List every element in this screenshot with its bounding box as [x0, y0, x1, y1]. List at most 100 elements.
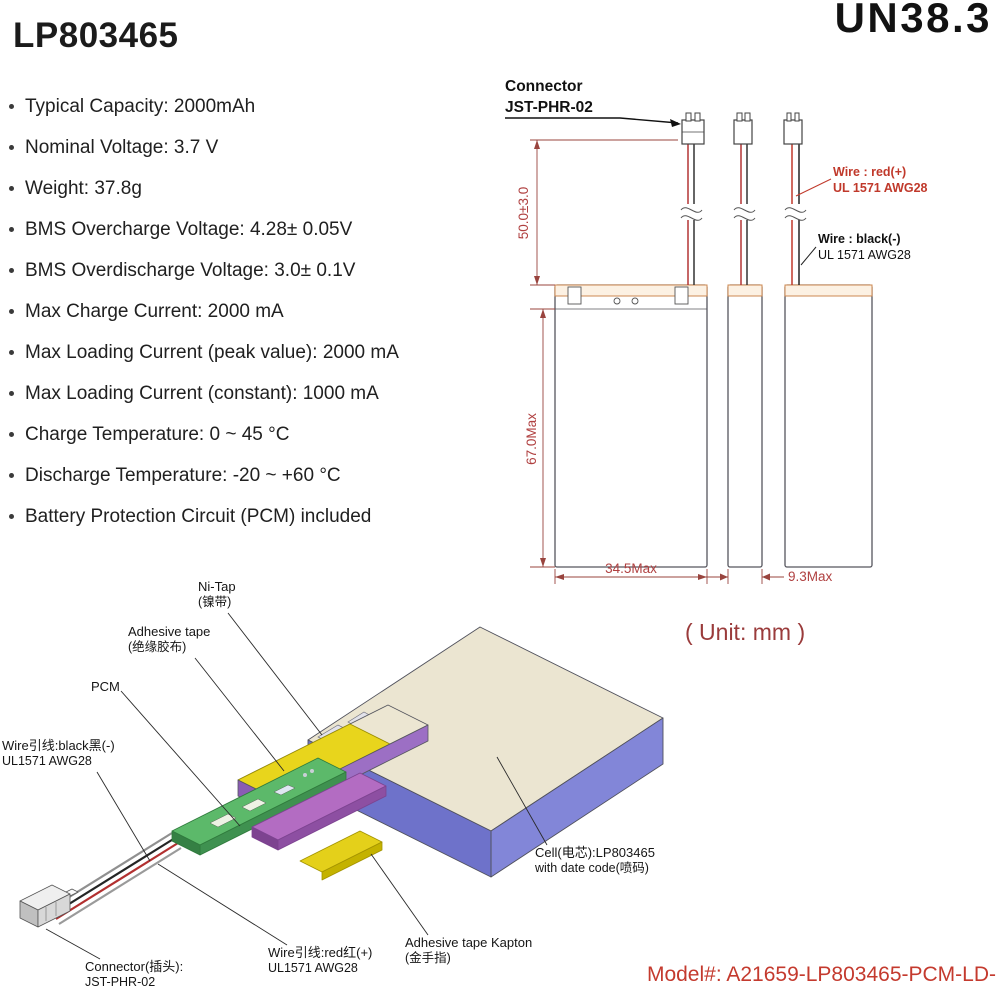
dim-wire-length: 50.0±3.0 [516, 187, 531, 239]
dimension-drawing: Connector JST-PHR-02 [505, 78, 928, 645]
spec-text: BMS Overcharge Voltage: 4.28± 0.05V [25, 218, 353, 240]
bullet-icon [9, 186, 14, 191]
spec-text: BMS Overdischarge Voltage: 3.0± 0.1V [25, 259, 356, 281]
break-symbol-icon [680, 215, 703, 221]
smd-component [273, 784, 296, 796]
label-adhesive-tape: Adhesive tape (绝缘胶布) [128, 624, 210, 656]
bullet-icon [9, 350, 14, 355]
top-tape-strip [554, 284, 708, 297]
bullet-icon [9, 391, 14, 396]
break-symbol-icon [733, 207, 756, 213]
bullet-icon [9, 268, 14, 273]
page-title: LP803465 [13, 16, 179, 55]
break-symbol-icon [784, 215, 807, 221]
unit-note: ( Unit: mm ) [685, 619, 805, 645]
label-cell: Cell(电芯):LP803465 with date code(喷码) [535, 845, 655, 877]
wires [680, 144, 703, 285]
spec-text: Typical Capacity: 2000mAh [25, 95, 256, 117]
label-wire-red: Wire引线:red红(+) UL1571 AWG28 [268, 945, 372, 977]
solder-pad [631, 297, 639, 305]
leader-lines [45, 612, 548, 960]
leader-cell [496, 756, 548, 846]
spec-list: Typical Capacity: 2000mAh Nominal Voltag… [6, 86, 399, 537]
leader-kapton [370, 853, 429, 936]
spec-text: Battery Protection Circuit (PCM) include… [25, 505, 372, 527]
label-line: Wire引线:black黑(-) [2, 738, 115, 753]
leader-pcm [120, 690, 241, 827]
bullet-icon [9, 432, 14, 437]
spec-item: Discharge Temperature: -20 ~ +60 °C [6, 455, 399, 496]
label-ni-tap: Ni-Tap (镍带) [198, 579, 236, 611]
spec-text: Charge Temperature: 0 ~ 45 °C [25, 423, 290, 445]
leader-adhesive-tape [194, 657, 285, 772]
dim-cell-thickness: 9.3Max [788, 569, 833, 584]
leader-wire-black [96, 771, 151, 862]
nickel-tab [674, 286, 689, 305]
leader-wire-red [157, 863, 288, 946]
solder-pad [613, 297, 621, 305]
solder-pad [303, 773, 307, 777]
kapton-tape [299, 830, 383, 881]
break-symbol-icon [733, 215, 756, 221]
pcm-board [171, 757, 347, 856]
break-symbol-icon [680, 207, 703, 213]
top-tape-strip [727, 284, 763, 297]
label-line: Wire引线:red红(+) [268, 945, 373, 960]
side-view [727, 112, 763, 568]
arrowhead-icon [670, 119, 681, 127]
back-view [783, 112, 873, 568]
spec-text: Max Loading Current (peak value): 2000 m… [25, 341, 399, 363]
label-pcm: PCM [91, 679, 120, 695]
label-line: UL1571 AWG28 [268, 961, 358, 976]
break-symbol-icon [784, 207, 807, 213]
wire-black-label-line1: Wire : black(-) [818, 232, 901, 246]
wire-red-callout: Wire : red(+) UL 1571 AWG28 [795, 165, 928, 197]
wire-red-label-line1: Wire : red(+) [833, 165, 906, 179]
spec-text: Weight: 37.8g [25, 177, 142, 199]
spec-item: Max Loading Current (peak value): 2000 m… [6, 332, 399, 373]
bullet-icon [9, 227, 14, 232]
wire-bundle [49, 832, 182, 925]
label-line: (镍带) [198, 595, 232, 610]
bullet-icon [9, 309, 14, 314]
label-line: Cell(电芯):LP803465 [535, 845, 655, 860]
connector-callout: Connector JST-PHR-02 [505, 78, 681, 127]
spec-item: Typical Capacity: 2000mAh [6, 86, 399, 127]
label-line: Adhesive tape [128, 624, 211, 639]
spec-item: Charge Temperature: 0 ~ 45 °C [6, 414, 399, 455]
connector-label-line2: JST-PHR-02 [505, 99, 593, 116]
leader-connector [45, 928, 101, 960]
spec-item: BMS Overdischarge Voltage: 3.0± 0.1V [6, 250, 399, 291]
label-line: Ni-Tap [198, 579, 236, 594]
label-kapton: Adhesive tape Kapton (金手指) [405, 935, 532, 967]
label-line: Adhesive tape Kapton [405, 935, 533, 950]
jst-connector [783, 112, 803, 145]
wire-black-label-line2: UL 1571 AWG28 [818, 248, 911, 262]
certification-mark: UN38.3 [834, 0, 992, 41]
red-wire [55, 842, 179, 920]
label-line: (金手指) [405, 951, 451, 966]
dimension-cell-height [530, 308, 555, 568]
bullet-icon [9, 473, 14, 478]
dim-cell-height: 67.0Max [524, 413, 539, 465]
wire-black-callout: Wire : black(-) UL 1571 AWG28 [800, 232, 911, 266]
model-number: Model#: A21659-LP803465-PCM-LD- [646, 963, 996, 986]
spec-item: Nominal Voltage: 3.7 V [6, 127, 399, 168]
dimension-wire-length [530, 139, 678, 286]
label-line: Connector(插头): [85, 959, 184, 974]
label-line: PCM [91, 679, 120, 694]
bullet-icon [9, 104, 14, 109]
jst-connector [681, 112, 705, 145]
iso-connector [19, 884, 79, 928]
spec-text: Nominal Voltage: 3.7 V [25, 136, 219, 158]
connector-label-line1: Connector [505, 78, 583, 95]
spec-item: BMS Overcharge Voltage: 4.28± 0.05V [6, 209, 399, 250]
solder-pad [310, 769, 314, 773]
smd-component [241, 798, 267, 812]
top-tape-strip [784, 284, 873, 297]
spec-item: Weight: 37.8g [6, 168, 399, 209]
label-line: (绝缘胶布) [128, 640, 187, 655]
spec-item: Max Charge Current: 2000 mA [6, 291, 399, 332]
jst-connector [733, 112, 753, 145]
